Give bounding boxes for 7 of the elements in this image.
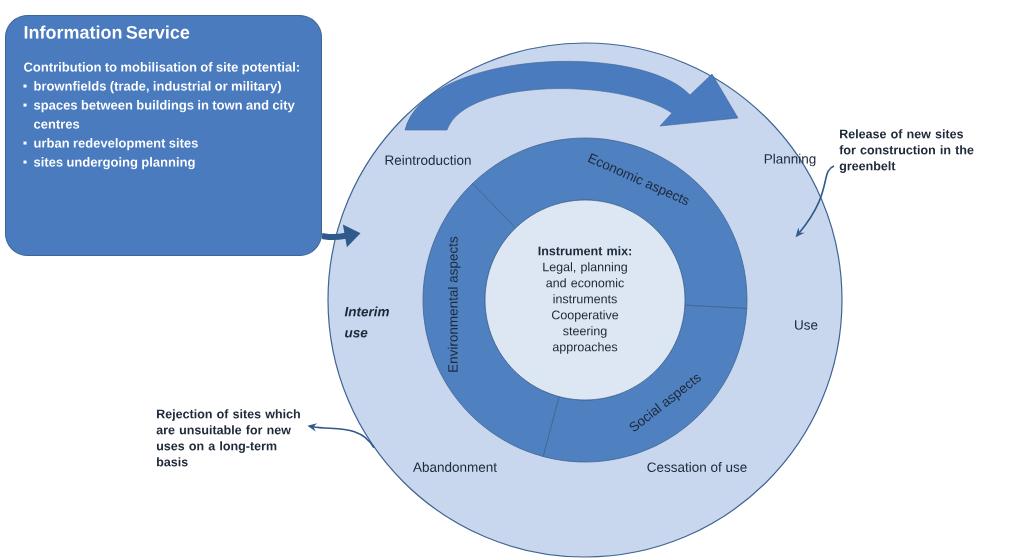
stage-label: Cessation of use: [647, 462, 747, 472]
info-box: Information Service Contribution to mobilisation of site potential: brownfields (trade, industrial or military) spaces between buildings in town and city centres urban redevelopment sites sites undergoing planning: [5, 15, 322, 256]
note-text: Release of new sites for construction in the greenbelt: [839, 129, 974, 173]
stage-label: Interim use: [344, 306, 389, 338]
note-text: Rejection of sites which are unsuitable for new uses on a long-term basis: [156, 409, 300, 467]
stage-label: Reintroduction: [385, 155, 471, 165]
stage-label: Use: [795, 320, 818, 330]
